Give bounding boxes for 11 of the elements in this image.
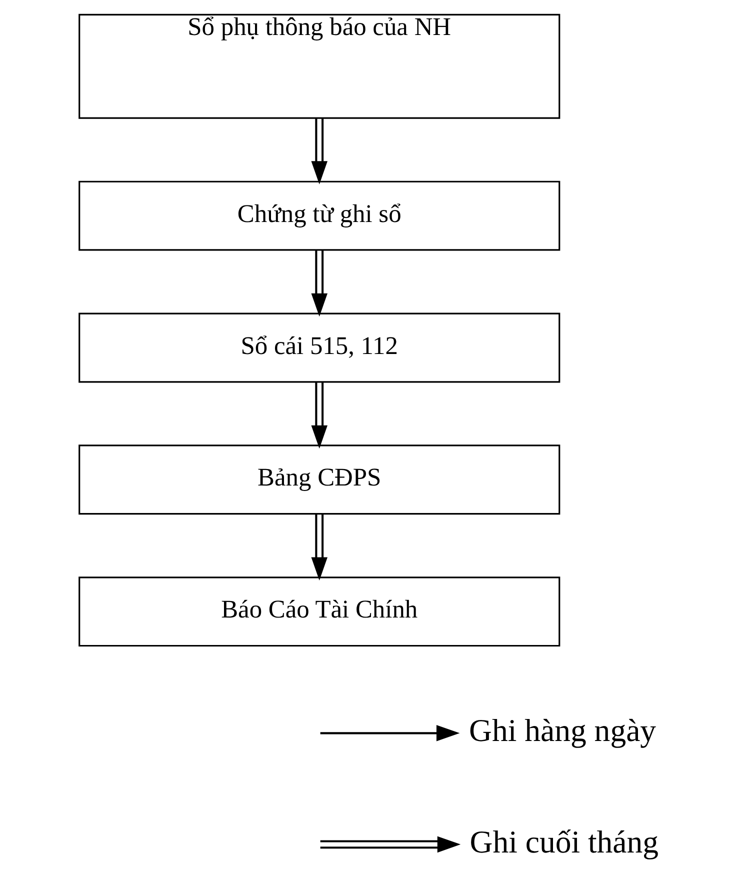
node-box: Chứng từ ghi sổ	[78, 180, 560, 251]
arrow	[311, 514, 328, 581]
node-box: Sổ cái 515, 112	[78, 312, 560, 383]
node-box: Sổ phụ thông báo của NH	[78, 14, 560, 119]
legend-label: Ghi hàng ngày	[469, 713, 656, 748]
arrow	[311, 118, 328, 184]
node-box: Bảng CĐPS	[78, 444, 560, 515]
arrow	[311, 250, 328, 317]
arrow	[311, 382, 328, 449]
legend-label: Ghi cuối tháng	[470, 824, 659, 860]
node-box: Báo Cáo Tài Chính	[78, 576, 560, 647]
